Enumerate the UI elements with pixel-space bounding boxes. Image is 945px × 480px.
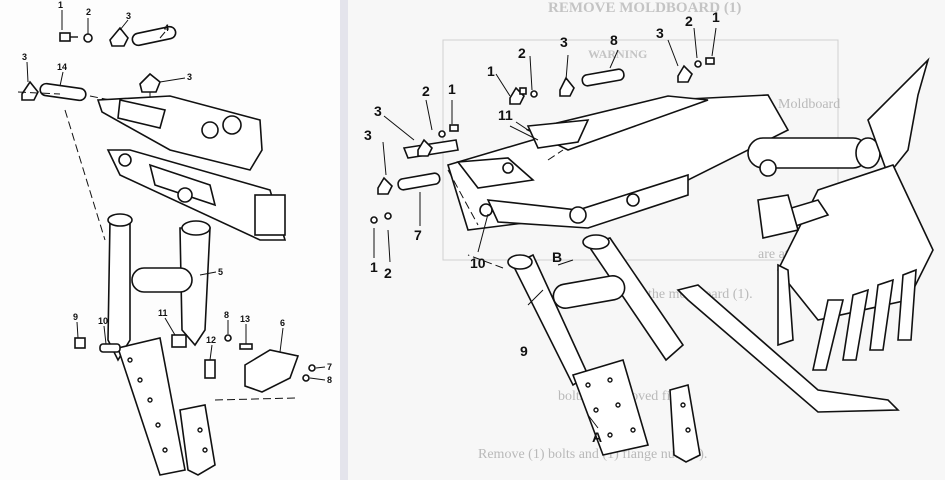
callout-2: 2 [86,7,91,17]
right-diagram-svg: REMOVE MOLDBOARD (1) WARNING Moldboard u… [364,0,934,463]
washer-8b [302,374,310,382]
bolt-1 [59,32,78,42]
r-callout-B: B [552,249,562,265]
ghost-line-6: Remove (1) bolts and (1) flange nuts (3)… [478,447,707,462]
spacer-10 [99,343,121,353]
moldboard-teeth [757,57,934,371]
r-callout-8: 8 [610,32,618,48]
right-exploded-view: REMOVE MOLDBOARD (1) WARNING Moldboard u… [348,0,945,480]
ghost-heading: REMOVE MOLDBOARD (1) [548,0,741,16]
r-callout-10: 10 [470,255,486,271]
r-callout-1: 1 [487,63,495,79]
frame-assembly [96,95,287,241]
pin-4 [131,25,177,47]
plate-6 [244,349,300,393]
r-callout-2b: 2 [685,13,693,29]
r-callout-3c: 3 [374,103,382,119]
ghost-line-1: Moldboard [778,97,840,112]
callout-6: 6 [280,318,285,328]
r-callout-2: 2 [518,45,526,61]
nut-7 [308,364,316,372]
r-callout-3: 3 [560,34,568,50]
left-diagram-svg: 1 2 3 4 3 14 3 5 9 10 11 8 13 6 12 7 8 [17,0,332,476]
callout-4: 4 [164,23,169,33]
screw-13 [239,343,253,350]
callout-9: 9 [73,312,78,322]
r-callout-2c: 2 [422,83,430,99]
r-callout-A: A [592,429,602,445]
left-exploded-view: 1 2 3 4 3 14 3 5 9 10 11 8 13 6 12 7 8 [0,0,340,480]
callout-1: 1 [58,0,63,10]
callout-8: 8 [224,310,229,320]
r-callout-9: 9 [520,343,528,359]
r-callout-7: 7 [414,227,422,243]
callout-10: 10 [98,316,108,326]
r-callout-1b: 1 [712,9,720,25]
clip-11 [171,334,187,348]
bracket-3-top [109,26,129,47]
bracket-3-left [21,80,39,101]
washer-8 [224,334,232,342]
callout-12: 12 [206,335,216,345]
r-callout-1e: 1 [370,259,378,275]
bracket-3-mid [139,72,161,93]
callout-7: 7 [327,362,332,372]
panel-divider [340,0,348,480]
upper-hardware [370,57,715,224]
r-callout-1c: 1 [448,81,456,97]
right-frame-assembly [446,94,881,231]
callout-11: 11 [158,308,168,318]
pin-14 [39,82,87,102]
callout-3c: 3 [187,72,192,82]
lift-arm-5 [107,213,211,362]
callout-5: 5 [218,267,223,277]
r-callout-3d: 3 [364,127,372,143]
ghost-warning: WARNING [588,47,647,61]
washer-2 [83,33,93,43]
callout-13: 13 [240,314,250,324]
skid-shoe [676,284,900,413]
right-lift-arms [507,234,685,387]
mounting-plates [116,337,216,476]
right-mount-plates [571,359,701,463]
r-callout-11: 11 [498,107,513,123]
callout-3b: 3 [22,52,27,62]
bolt-9 [74,337,86,349]
callout-3: 3 [126,11,131,21]
r-callout-3b: 3 [656,25,664,41]
r-callout-2e: 2 [384,265,392,281]
callout-14: 14 [57,62,67,72]
callout-8b: 8 [327,375,332,385]
clip-12 [204,359,216,379]
